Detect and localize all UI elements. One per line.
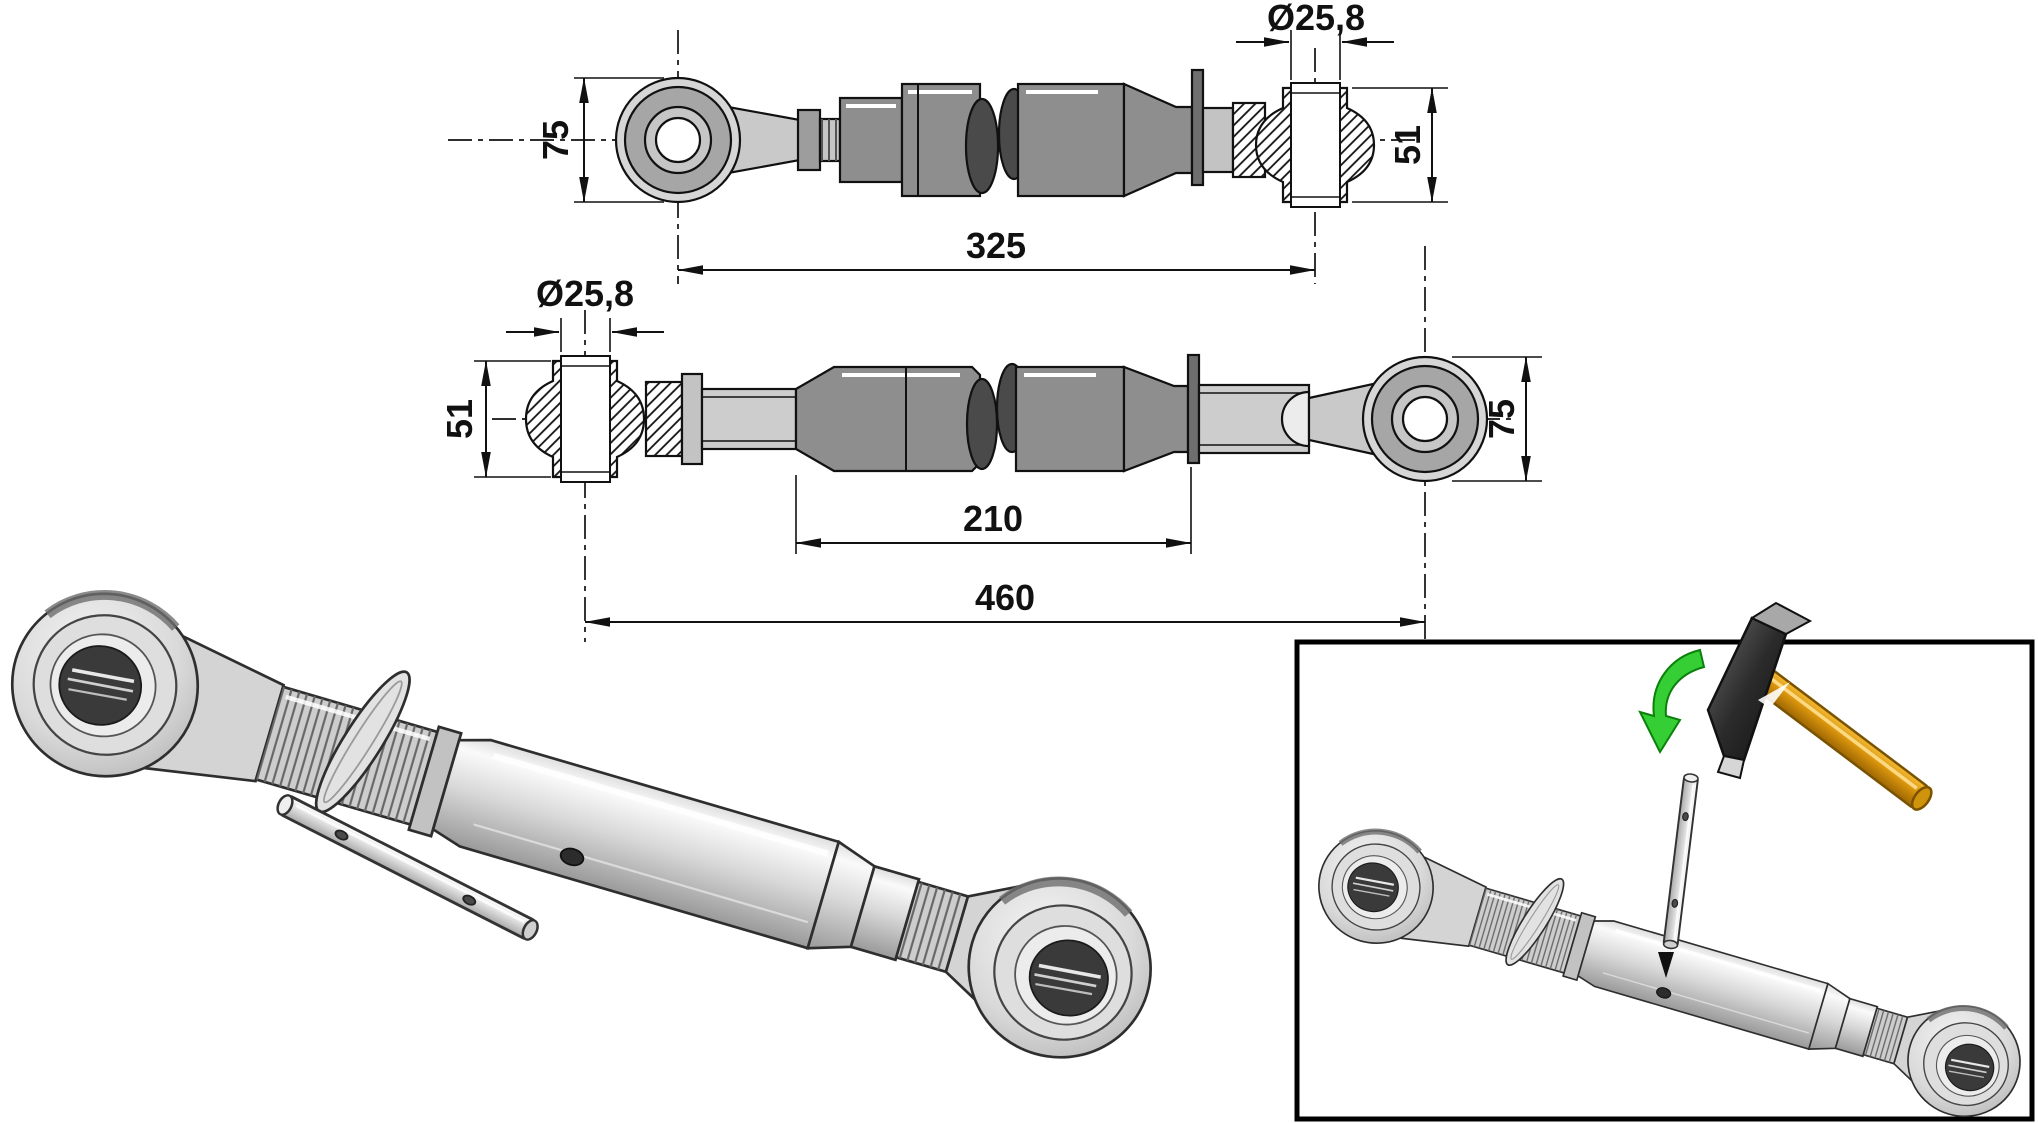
top-link-3d-illustration [0,561,1177,1079]
dim-label-460: 460 [975,577,1035,618]
dim-top-eye-height: 75 [535,77,664,203]
dim-label-51-top: 51 [1387,125,1428,165]
tube-break-left [965,377,999,471]
rotate-arrow-icon [1638,648,1706,755]
dim-top-ball-height: 51 [1352,87,1448,203]
hammer-icon [1706,601,1933,811]
dim-middle-bore-diameter: Ø25,8 [506,273,664,337]
dim-top-length: 325 [677,225,1316,275]
dim-label-diameter-middle: Ø25,8 [536,273,634,314]
wing-plate-edge [1190,68,1205,187]
tube-break-left [964,97,1000,195]
tube-neck [838,96,904,184]
dim-middle-tube-length: 210 [795,467,1192,554]
tube-right [1016,82,1126,198]
rod-end-eye-top [614,76,742,204]
ball-bore [560,355,611,483]
dim-label-325: 325 [966,225,1026,266]
threaded-section-hatch [646,382,682,456]
dim-label-75-top: 75 [535,120,576,160]
dim-label-diameter-top: Ø25,8 [1267,0,1365,38]
dim-label-210: 210 [963,498,1023,539]
threaded-rod [700,387,798,451]
inset-instruction-panel [1294,601,2036,1123]
rod-end-eye-middle [1361,355,1489,483]
wing-plate-edge [1186,353,1201,465]
dim-label-51-middle: 51 [439,399,480,439]
tube-left [794,365,982,473]
dim-middle-overall-length: 460 [584,577,1426,627]
tube-right [1014,365,1126,473]
insert-direction-arrow-icon [1658,952,1674,978]
middle-side-view-drawing: Ø25,8 51 75 210 460 [439,246,1542,642]
dim-middle-ball-height: 51 [439,360,551,478]
dim-top-bore-diameter: Ø25,8 [1236,0,1394,47]
dim-label-75-middle: 75 [1481,399,1522,439]
ball-bore [1290,82,1341,208]
dim-middle-eye-height: 75 [1452,356,1542,482]
top-side-view-drawing: 75 325 Ø25,8 51 [448,0,1448,284]
ball-seat [1280,390,1311,448]
